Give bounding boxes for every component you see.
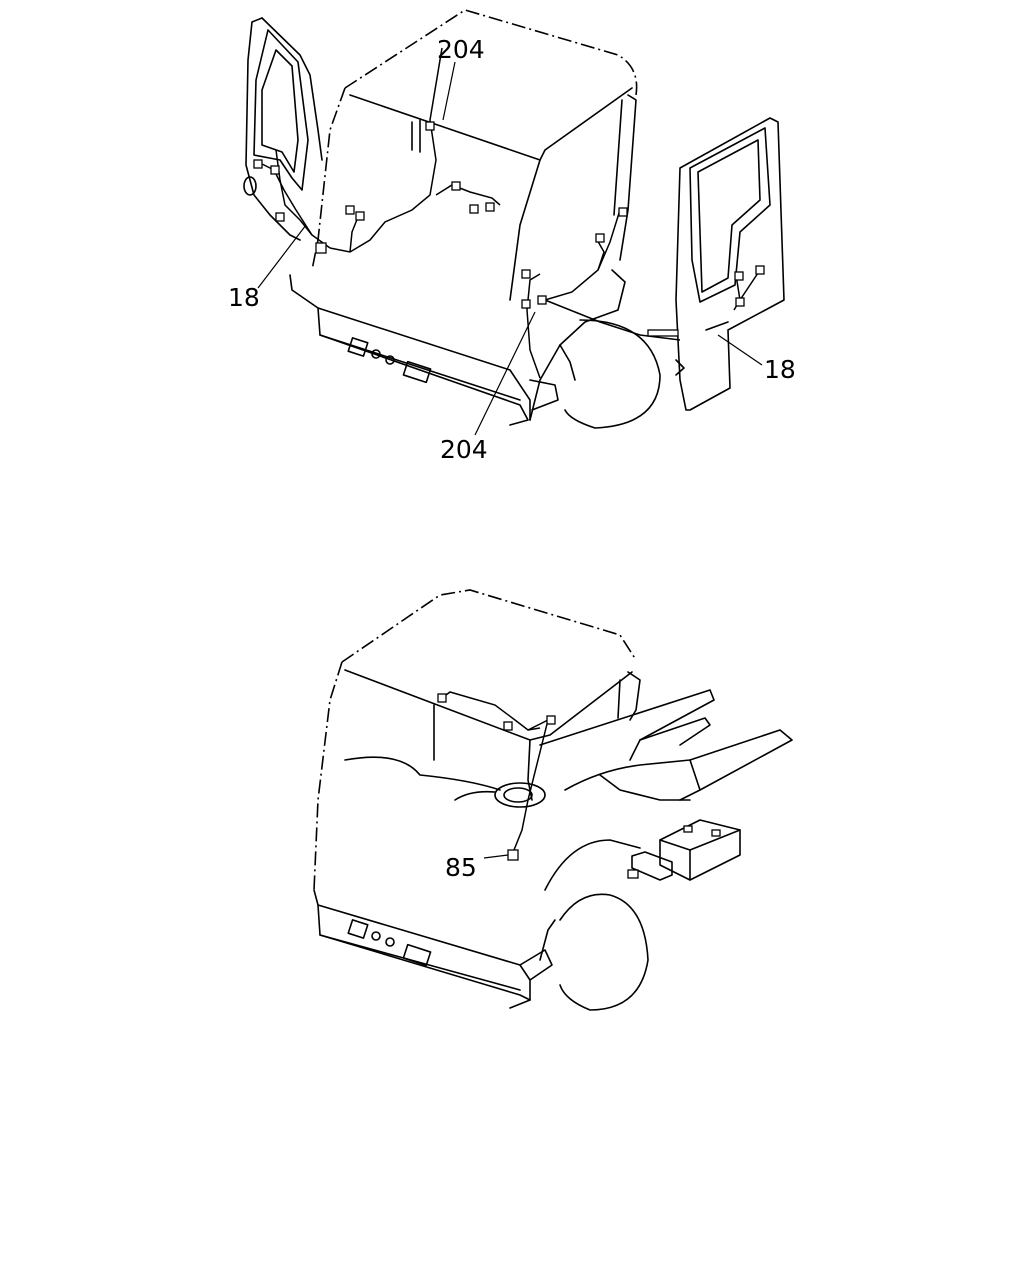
- svg-text:204: 204: [437, 35, 485, 64]
- bottom-wiring-harness: [437, 691, 556, 861]
- callout-85: 85: [445, 853, 509, 882]
- top-cab-drawing: [289, 9, 661, 429]
- svg-text:85: 85: [445, 853, 477, 882]
- svg-text:18: 18: [764, 355, 796, 384]
- svg-text:204: 204: [440, 435, 488, 464]
- right-door-drawing: [675, 117, 785, 411]
- left-door-drawing: [243, 17, 323, 241]
- bottom-cab-drawing: [313, 589, 793, 1011]
- callout-18-right: 18: [717, 334, 796, 384]
- callout-18-left: 18: [228, 224, 307, 312]
- top-wiring-harness: [253, 47, 765, 379]
- callout-204-upper: 204: [437, 35, 485, 121]
- svg-text:18: 18: [228, 283, 260, 312]
- callout-204-lower: 204: [440, 311, 536, 464]
